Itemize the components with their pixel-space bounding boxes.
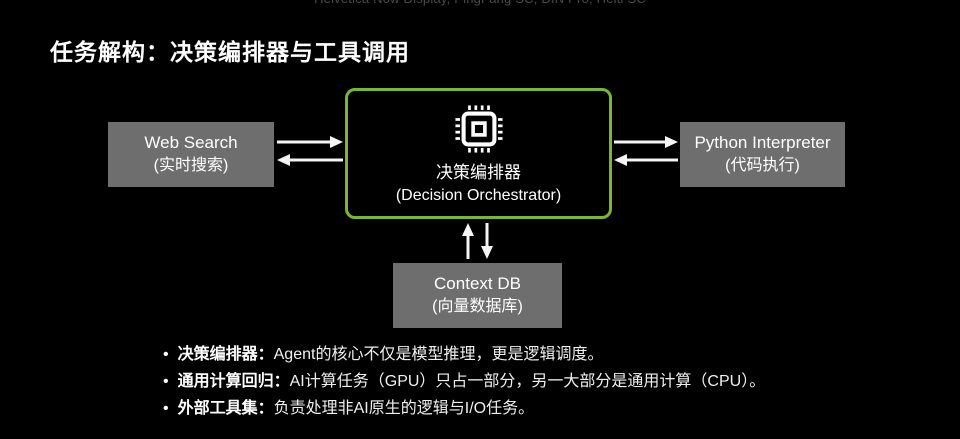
bullet-lead: 通用计算回归： — [177, 373, 290, 390]
node-label-zh: 决策编排器 — [436, 163, 521, 182]
list-item: • 外部工具集：负责处理非AI原生的逻辑与I/O任务。 — [163, 395, 765, 422]
bullet-dot: • — [163, 400, 169, 417]
node-label-en: (Decision Orchestrator) — [395, 187, 562, 205]
notes-list: • 决策编排器：Agent的核心不仅是模型推理，更是逻辑调度。 • 通用计算回归：A… — [163, 341, 765, 422]
bullet-text: 负责处理非AI原生的逻辑与I/O任务。 — [273, 400, 535, 417]
list-item: • 决策编排器：Agent的核心不仅是模型推理，更是逻辑调度。 — [163, 341, 765, 368]
bullet-text: Agent的核心不仅是模型推理，更是逻辑调度。 — [273, 346, 604, 363]
list-item: • 通用计算回归：AI计算任务（GPU）只占一部分，另一大部分是通用计算（CPU）… — [163, 368, 765, 395]
font-watermark: Helvetica Now Display, PingFang SC, DIN … — [0, 0, 960, 6]
node-label-en: Python Interpreter — [694, 133, 831, 153]
node-python-interpreter: Python Interpreter (代码执行) — [680, 122, 845, 187]
arrow-center-to-right — [614, 136, 678, 148]
bullet-lead: 决策编排器： — [177, 346, 274, 363]
bullet-dot: • — [163, 346, 169, 363]
bullet-dot: • — [163, 373, 169, 390]
node-decision-orchestrator: 决策编排器 (Decision Orchestrator) — [345, 88, 612, 219]
node-label-en: Web Search — [144, 133, 238, 153]
arrow-right-to-center — [614, 154, 678, 166]
bullet-lead: 外部工具集： — [177, 400, 274, 417]
node-label-zh: (实时搜索) — [153, 157, 229, 175]
bullet-text: AI计算任务（GPU）只占一部分，另一大部分是通用计算（CPU）。 — [289, 373, 766, 390]
node-label-en: Context DB — [434, 274, 521, 294]
arrow-bottom-to-center — [462, 223, 474, 259]
arrow-center-to-bottom — [481, 223, 493, 259]
page-title: 任务解构：决策编排器与工具调用 — [50, 39, 410, 65]
node-label-zh: (代码执行) — [725, 157, 800, 175]
node-label-zh: (向量数据库) — [432, 298, 523, 316]
node-context-db: Context DB (向量数据库) — [393, 263, 562, 328]
arrow-left-to-center — [277, 136, 343, 148]
cpu-chip-icon — [454, 105, 503, 153]
arrow-center-to-left — [277, 154, 343, 166]
node-web-search: Web Search (实时搜索) — [108, 122, 274, 187]
